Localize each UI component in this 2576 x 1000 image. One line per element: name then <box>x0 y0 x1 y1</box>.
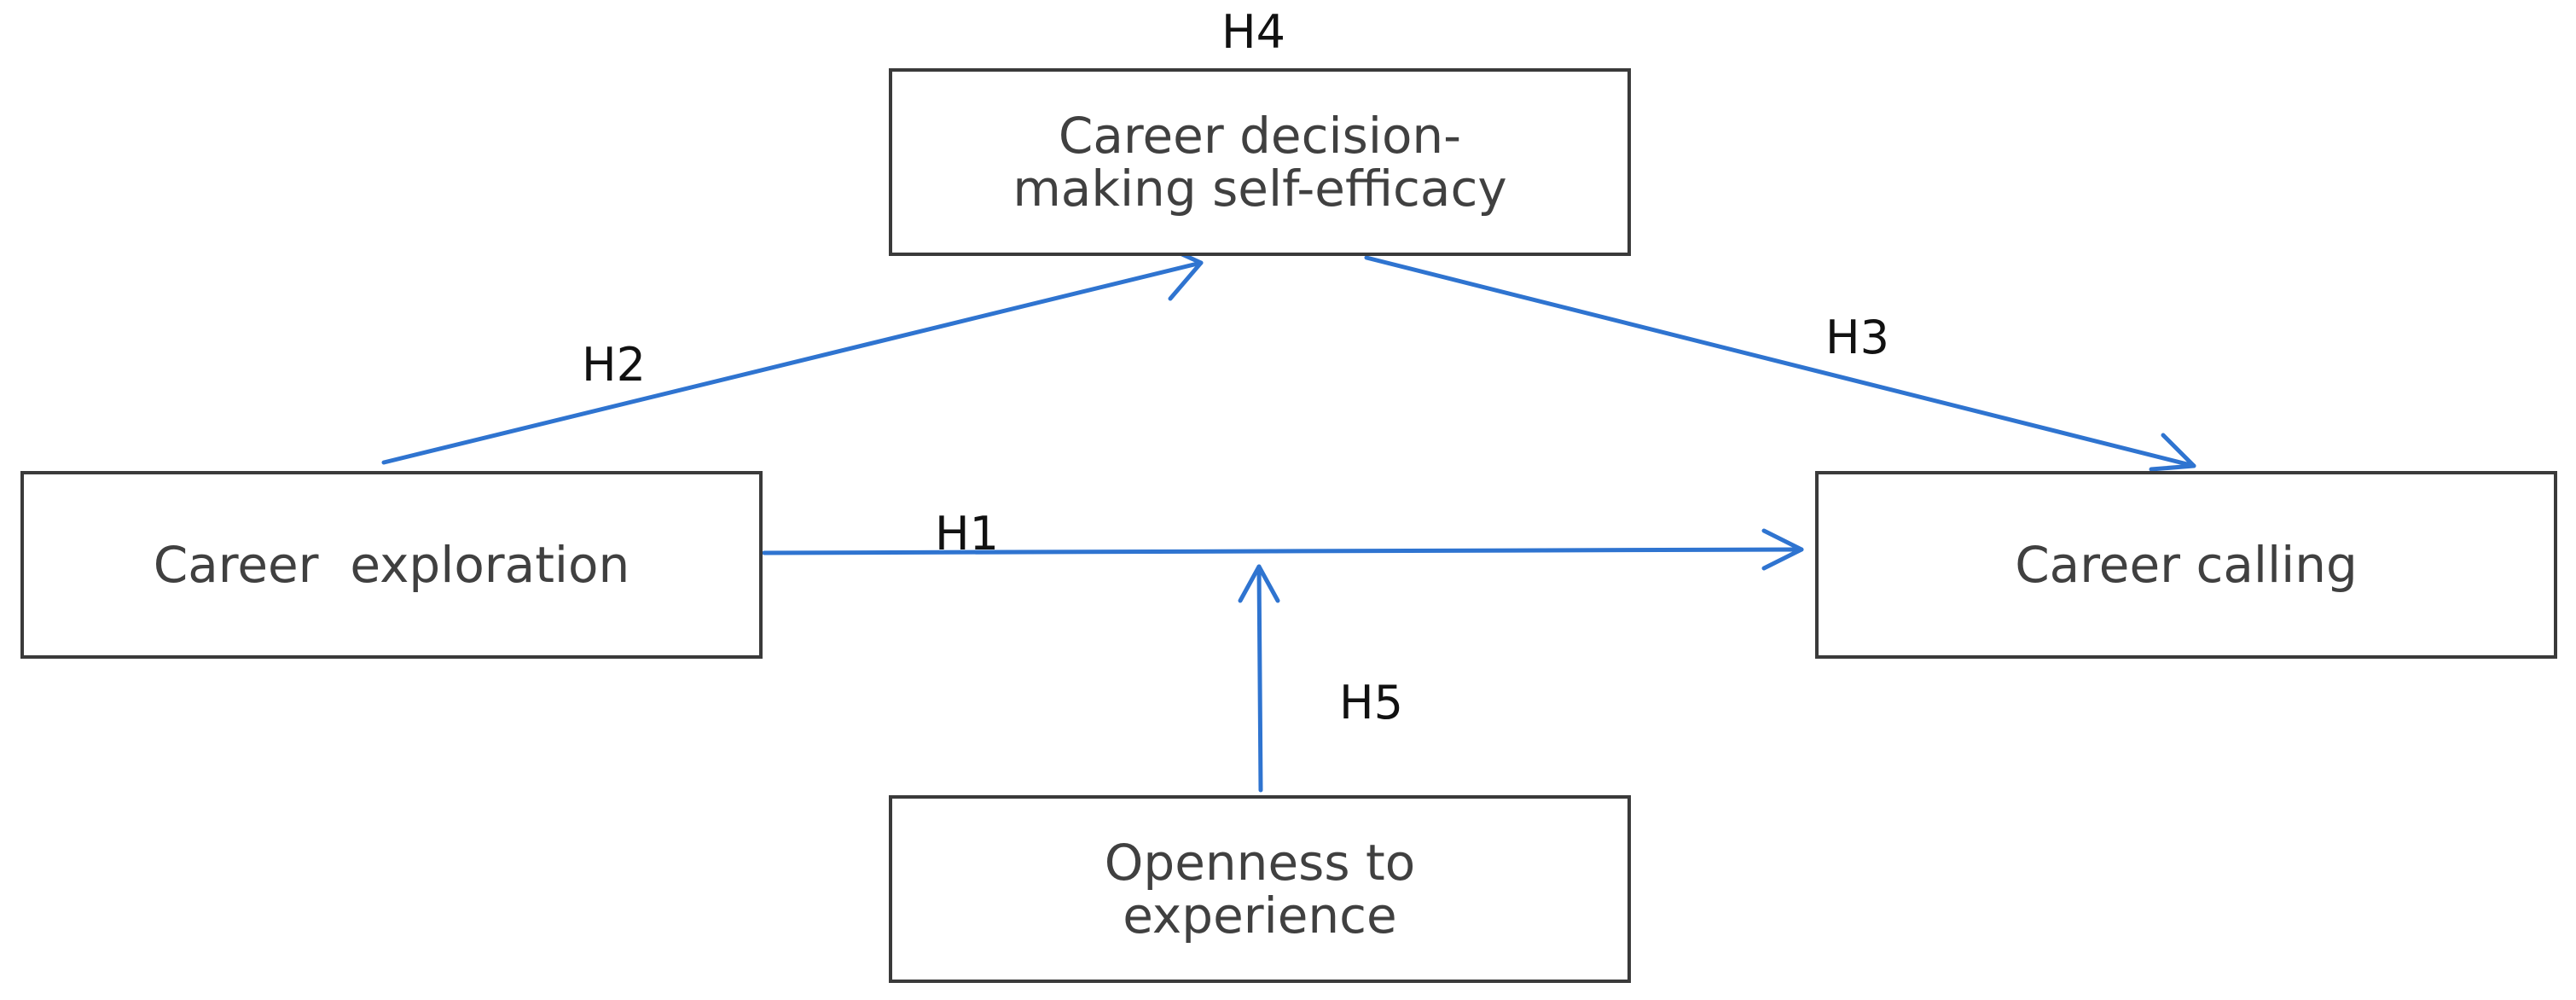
node-label: Career exploration <box>153 536 630 594</box>
node-openness-to-experience: Openness to experience <box>889 795 1631 983</box>
node-career-exploration: Career exploration <box>20 471 763 659</box>
arrow-h5-head <box>1238 564 1280 603</box>
arrow-h1-line <box>762 547 1804 555</box>
hypothesis-label-h1: H1 <box>935 507 999 561</box>
arrow-h2-line <box>381 260 1204 465</box>
arrow-h5-line <box>1256 564 1263 793</box>
hypothesis-label-h2: H2 <box>582 338 646 392</box>
node-label: Career decision- making self-efficacy <box>1012 107 1507 218</box>
arrow-h1-head <box>1761 528 1804 571</box>
node-label: Career calling <box>2015 536 2358 594</box>
arrow-h3-line <box>1364 255 2196 468</box>
node-career-decision-making-self-efficacy: Career decision- making self-efficacy <box>889 68 1631 256</box>
node-label: Openness to experience <box>1104 834 1416 945</box>
hypothesis-label-h3: H3 <box>1825 311 1889 364</box>
hypothesis-label-h4: H4 <box>1221 5 1285 59</box>
node-career-calling: Career calling <box>1815 471 2557 659</box>
hypothesis-label-h5: H5 <box>1339 676 1403 730</box>
arrow-h3-head <box>2149 433 2196 472</box>
